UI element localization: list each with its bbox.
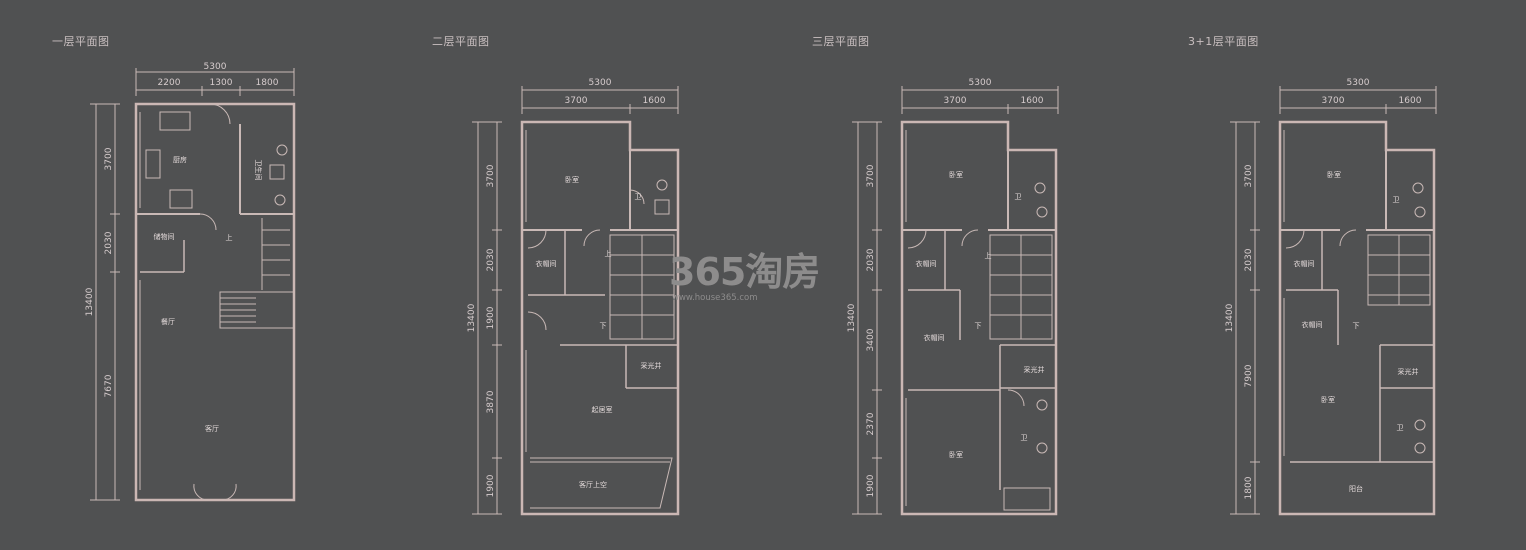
p2-dim-left-4: 3870: [486, 390, 496, 413]
p1-room-living: 客厅: [205, 424, 219, 433]
p4-room-closet-1: 衣帽间: [1294, 259, 1315, 268]
p3-dim-left-1: 3700: [866, 164, 876, 187]
p2-dim-left-1: 3700: [486, 164, 496, 187]
p2-dim-left-2: 2030: [486, 248, 496, 271]
p1-room-dining: 餐厅: [161, 317, 175, 326]
p2-room-closet: 衣帽间: [536, 259, 557, 268]
p3-dim-left-5: 1900: [866, 474, 876, 497]
p4-dim-left-2: 2030: [1244, 248, 1254, 271]
p3-room-closet-2: 衣帽间: [924, 333, 945, 342]
p1-room-kitchen: 厨房: [173, 155, 187, 164]
p1-dim-top-3: 1800: [256, 78, 279, 88]
p4-dim-left-total: 13400: [1225, 303, 1235, 332]
p3-dim-top-total: 5300: [969, 78, 992, 88]
p4-dim-left-3: 7900: [1244, 364, 1254, 387]
plan-title-3: 三层平面图: [812, 35, 870, 48]
p1-dim-left-total: 13400: [85, 287, 95, 316]
p4-dim-left-1: 3700: [1244, 164, 1254, 187]
p4-room-bedroom-1: 卧室: [1327, 170, 1341, 179]
p2-dim-top-total: 5300: [589, 78, 612, 88]
p4-dim-top-1: 3700: [1322, 96, 1345, 106]
p1-stair-up: 上: [226, 233, 233, 242]
p2-room-void: 客厅上空: [579, 480, 607, 489]
plan-4: [1230, 86, 1437, 516]
p1-room-storage: 储物间: [154, 232, 175, 241]
p3-room-lightwell: 采光井: [1024, 365, 1045, 374]
p2-dim-left-total: 13400: [467, 303, 477, 332]
p2-dim-top-2: 1600: [643, 96, 666, 106]
p3-stair-down: 下: [975, 322, 982, 330]
p2-dim-left-3: 1900: [486, 306, 496, 329]
p1-room-bath: 卫生间: [254, 160, 263, 181]
p4-dim-top-total: 5300: [1347, 78, 1370, 88]
p3-dim-left-2: 2030: [866, 248, 876, 271]
plan-title-4: 3+1层平面图: [1188, 35, 1259, 48]
plan-2: [472, 86, 680, 516]
plan-title-1: 一层平面图: [52, 35, 110, 48]
p4-room-bedroom-2: 卧室: [1321, 395, 1335, 404]
plan-title-2: 二层平面图: [432, 35, 490, 48]
p2-dim-left-5: 1900: [486, 474, 496, 497]
p2-room-wc: 卫: [635, 193, 642, 201]
p4-room-closet-2: 衣帽间: [1302, 320, 1323, 329]
p4-room-lightwell: 采光井: [1398, 367, 1419, 376]
watermark-url: www.house365.com: [672, 293, 758, 303]
watermark-logo: 365淘房: [669, 250, 819, 294]
p3-dim-top-2: 1600: [1021, 96, 1044, 106]
p1-dim-top-2: 1300: [210, 78, 233, 88]
p2-room-lightwell: 采光井: [641, 361, 662, 370]
plan-1: [90, 68, 296, 502]
p4-dim-top-2: 1600: [1399, 96, 1422, 106]
p3-dim-top-1: 3700: [944, 96, 967, 106]
p3-room-wc-2: 卫: [1021, 434, 1028, 442]
p4-stair-down: 下: [1353, 322, 1360, 330]
p3-room-wc-1: 卫: [1015, 193, 1022, 201]
plan-3: [852, 86, 1059, 516]
p2-stair-down: 下: [600, 322, 607, 330]
p3-dim-left-total: 13400: [847, 303, 857, 332]
p4-dim-left-4: 1800: [1244, 476, 1254, 499]
p1-dim-left-1: 3700: [104, 147, 114, 170]
p3-room-bedroom-2: 卧室: [949, 450, 963, 459]
p1-dim-top-total: 5300: [204, 62, 227, 72]
p2-room-family: 起居室: [592, 405, 613, 414]
p1-dim-left-2: 2030: [104, 231, 114, 254]
p1-dim-top-1: 2200: [158, 78, 181, 88]
p3-room-bedroom-1: 卧室: [949, 170, 963, 179]
p1-dim-left-3: 7670: [104, 374, 114, 397]
p3-stair-up: 上: [985, 251, 992, 260]
p4-room-wc-1: 卫: [1393, 196, 1400, 204]
p2-room-bedroom: 卧室: [565, 175, 579, 184]
p4-room-balcony: 阳台: [1349, 484, 1363, 493]
p3-dim-left-3: 3400: [866, 328, 876, 351]
p2-stair-up: 上: [605, 249, 612, 258]
p3-dim-left-4: 2370: [866, 412, 876, 435]
p2-dim-top-1: 3700: [565, 96, 588, 106]
p4-room-wc-2: 卫: [1397, 424, 1404, 432]
p3-room-closet-1: 衣帽间: [916, 259, 937, 268]
